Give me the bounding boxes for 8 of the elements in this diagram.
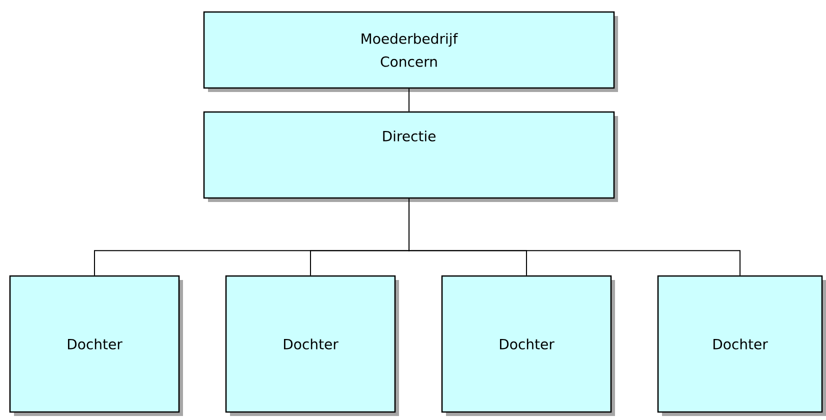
connector-line — [408, 88, 410, 112]
org-box: Dochter — [225, 275, 399, 416]
org-box: Dochter — [441, 275, 615, 416]
org-box: Directie — [203, 111, 618, 202]
org-box: Dochter — [657, 275, 826, 416]
org-box: Moederbedrijf Concern — [203, 11, 618, 92]
connector-line — [408, 198, 741, 276]
org-box: Dochter — [9, 275, 183, 416]
